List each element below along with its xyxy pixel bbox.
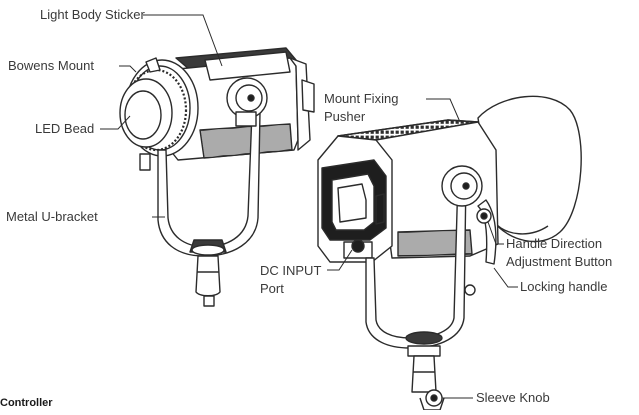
leader-mount-fixing-pusher <box>426 98 461 123</box>
label-mount-fixing-line2: Pusher <box>324 109 366 124</box>
rear-view-light <box>317 95 582 411</box>
leader-handle-direction <box>487 221 504 245</box>
label-handle-direction-line2: Adjustment Button <box>506 254 613 269</box>
section-title-controller: Controller <box>0 397 53 409</box>
label-mount-fixing-line1: Mount Fixing <box>324 91 399 106</box>
label-bowens-mount: Bowens Mount <box>8 58 94 73</box>
label-dc-input-line2: Port <box>260 281 284 296</box>
label-locking-handle: Locking handle <box>520 279 608 294</box>
front-view-light <box>119 47 315 307</box>
leader-bowens-mount <box>119 65 137 73</box>
leader-led-bead <box>100 115 131 130</box>
label-metal-u-bracket: Metal U-bracket <box>6 209 98 224</box>
label-light-body-sticker: Light Body Sticker <box>40 7 145 22</box>
label-dc-input-line1: DC INPUT <box>260 263 322 278</box>
leader-light-body-sticker <box>143 14 223 67</box>
leader-dc-input <box>327 249 353 271</box>
label-handle-direction-line1: Handle Direction <box>506 236 603 251</box>
label-sleeve-knob: Sleeve Knob <box>476 390 550 405</box>
label-led-bead: LED Bead <box>35 121 95 136</box>
leader-lines <box>100 14 518 399</box>
leader-locking-handle <box>493 267 518 288</box>
